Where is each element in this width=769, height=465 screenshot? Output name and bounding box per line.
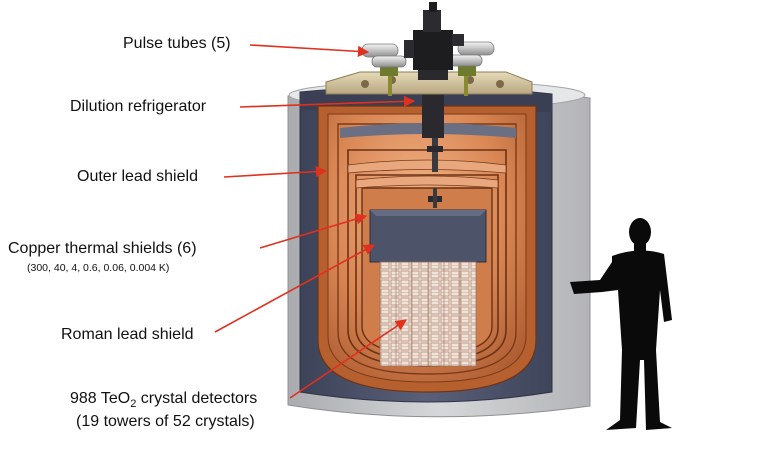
arrow-dilution-refrigerator (239, 95, 416, 108)
person-silhouette (570, 218, 672, 430)
label-pulse-tubes: Pulse tubes (5) (123, 35, 231, 52)
label-copper-thermal-shields: Copper thermal shields (6) (8, 240, 197, 257)
arrow-copper-thermal-shields (259, 213, 368, 249)
pulse-tubes (361, 41, 495, 68)
label-copper-temperatures: (300, 40, 4, 0.6, 0.06, 0.004 K) (27, 262, 170, 274)
subscript-two: 2 (130, 398, 137, 411)
arrow-crystal-detectors (289, 319, 407, 399)
dilution-refrigerator (422, 92, 444, 208)
arrow-pulse-tubes (249, 44, 370, 57)
label-outer-lead-shield: Outer lead shield (77, 168, 198, 185)
label-roman-lead-shield: Roman lead shield (61, 326, 194, 343)
label-crystal-towers: (19 towers of 52 crystals) (76, 413, 255, 430)
arrow-outer-lead-shield (223, 166, 328, 178)
label-crystal-detectors: 988 TeO2 crystal detectors (70, 390, 258, 411)
label-dilution-refrigerator: Dilution refrigerator (70, 98, 207, 115)
valve-assembly (404, 2, 464, 80)
arrow-roman-lead-shield (214, 244, 375, 333)
roman-lead-shield (369, 209, 487, 263)
top-plate (325, 66, 533, 96)
crystal-detector-array (379, 261, 477, 367)
annotation-arrows (214, 44, 416, 399)
